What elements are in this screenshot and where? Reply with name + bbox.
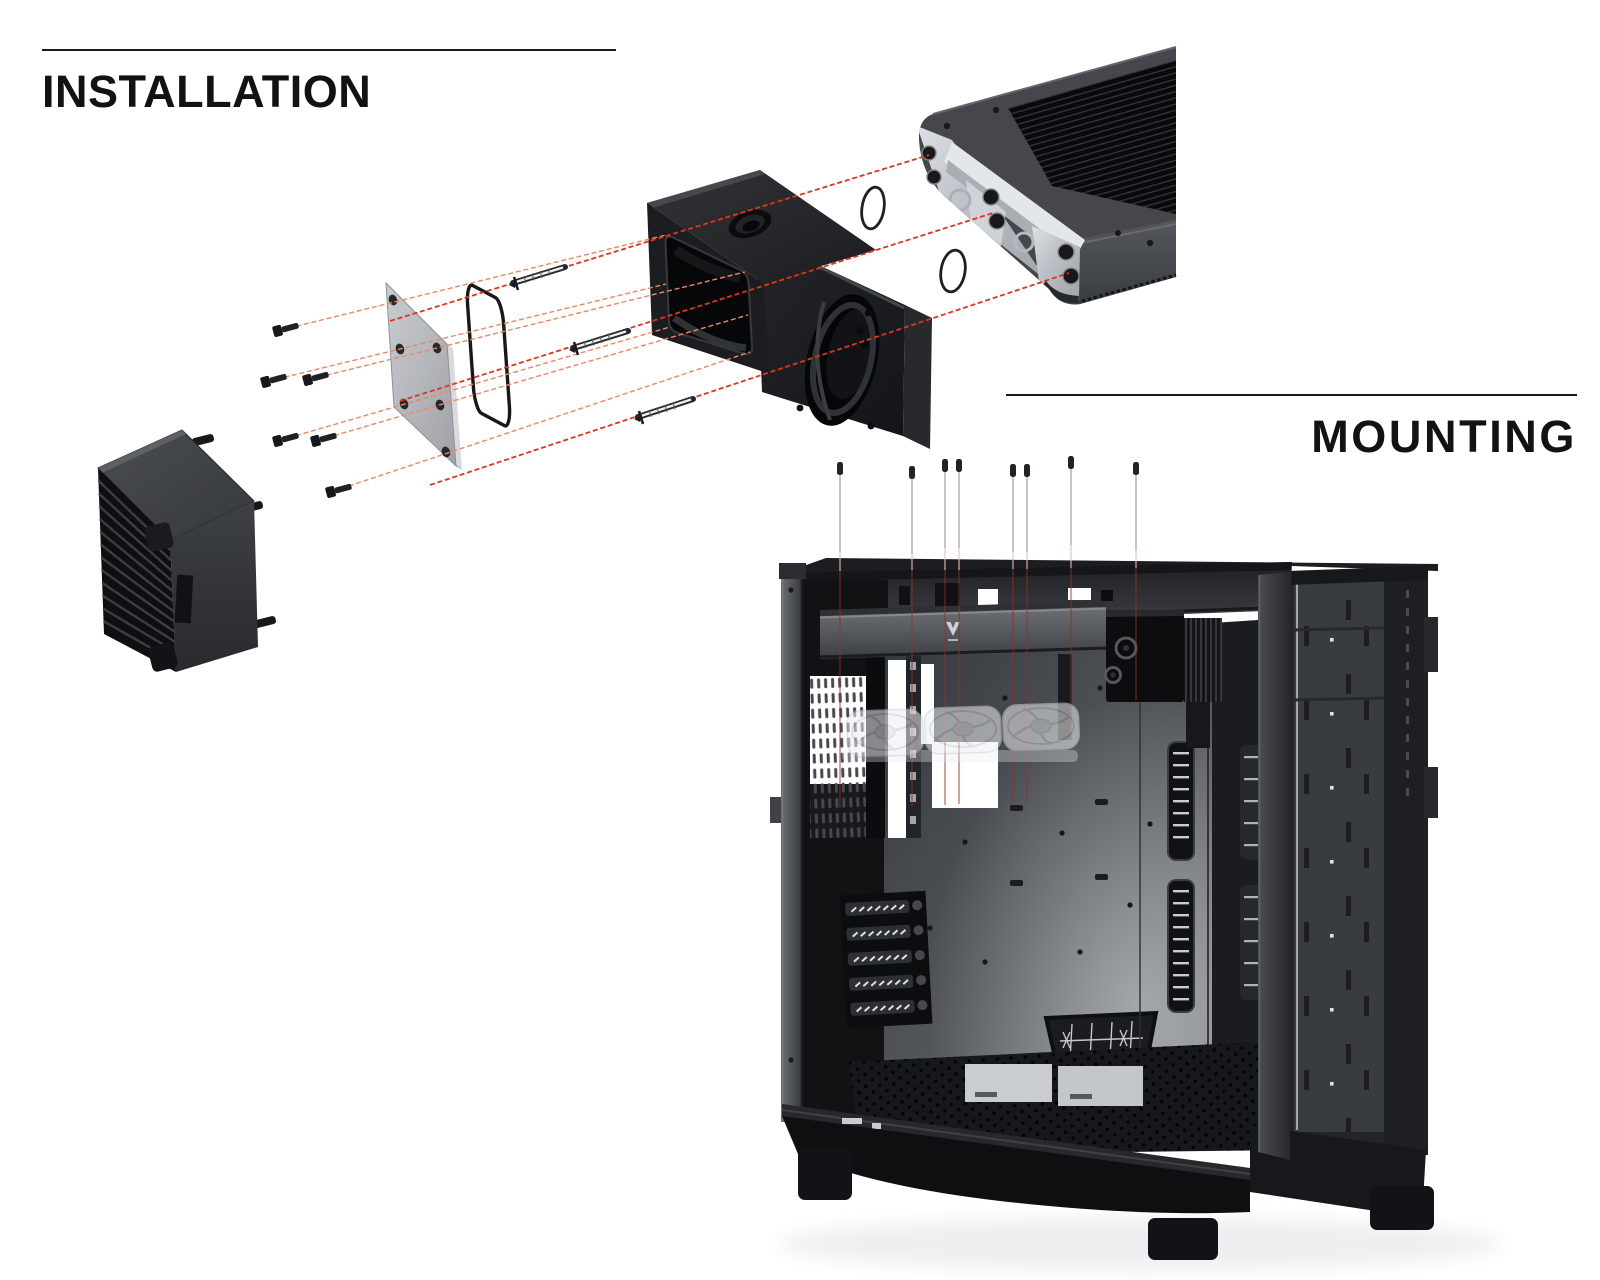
pump-housing	[647, 170, 932, 449]
ghost-fan	[846, 708, 924, 758]
fan-screws	[837, 456, 1139, 554]
radiator-fins	[1008, 60, 1176, 214]
installation-title: INSTALLATION	[42, 66, 372, 117]
fan-screw	[956, 459, 962, 548]
fan-screw	[1024, 464, 1030, 552]
installation-rule	[42, 49, 616, 51]
ghost-fans	[842, 702, 1080, 762]
thumbscrews	[912, 900, 928, 1011]
fan-screw	[1068, 456, 1074, 545]
radiator-ports	[921, 145, 1080, 285]
installation-diagram	[97, 46, 1177, 672]
brand-logo	[946, 622, 960, 641]
gasket	[466, 282, 511, 429]
fan-screw	[942, 459, 948, 548]
case-base	[781, 1104, 1434, 1260]
case-back-chamber	[1258, 566, 1438, 1158]
case-roof-right-lip	[1258, 566, 1428, 586]
mounting-title: MOUNTING	[1311, 411, 1577, 462]
tray-slots	[1010, 799, 1108, 886]
radiator-screw-holes	[943, 106, 1154, 247]
fan-screw	[1010, 464, 1016, 552]
case-floor	[848, 1042, 1290, 1155]
fan-screw	[837, 462, 843, 552]
mounting-screws	[260, 322, 352, 498]
pump-ribbed-cap	[1184, 618, 1222, 702]
case-right-pillar	[1258, 572, 1290, 1160]
back-panel-vents	[1406, 590, 1409, 796]
tray-standoffs	[927, 685, 1153, 965]
radiator	[918, 46, 1177, 305]
pc-case	[770, 558, 1438, 1260]
pump-reservoir-unit	[1104, 610, 1222, 748]
o-rings	[860, 185, 967, 294]
pump-motor	[97, 429, 277, 672]
mounting-rule	[1006, 394, 1577, 396]
fan-screw	[909, 466, 915, 554]
fan-screw	[1133, 462, 1139, 550]
mounting-bracket	[819, 601, 1107, 659]
long-screws	[509, 264, 696, 425]
cable-grommets	[1167, 741, 1262, 1013]
case-left-pillar	[770, 563, 806, 1122]
red-leader-lines	[389, 154, 1070, 486]
ghost-fan	[1002, 702, 1080, 752]
flange-holes	[788, 258, 875, 430]
orange-leader-lines	[268, 234, 751, 492]
screw-guide-lines	[839, 545, 1137, 808]
ghost-fan	[924, 705, 1002, 755]
case-shadow	[780, 1218, 1500, 1270]
installation-header: INSTALLATION	[42, 49, 616, 114]
psu-bracket	[1058, 1066, 1143, 1106]
expansion-slots	[839, 890, 933, 1029]
mounting-header: MOUNTING	[1006, 394, 1577, 459]
mounting-diagram	[770, 456, 1500, 1270]
leader-lines	[268, 154, 1070, 492]
